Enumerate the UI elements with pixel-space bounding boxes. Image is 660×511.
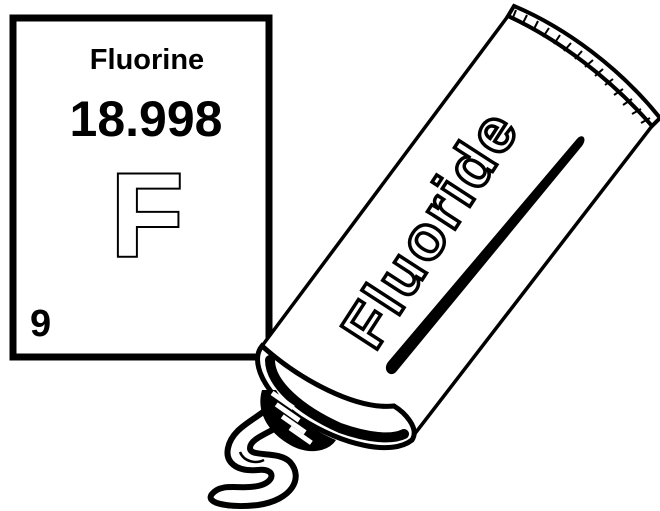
tube-crimp [505, 3, 660, 129]
tube-cap-threads [270, 390, 313, 445]
element-name: Fluorine [90, 44, 204, 76]
toothpaste-paste-icon [207, 405, 299, 509]
atomic-number: 9 [30, 303, 51, 345]
element-symbol: F [111, 150, 183, 282]
toothpaste-squiggle [207, 405, 299, 509]
atomic-mass: 18.998 [70, 91, 223, 147]
tube-crimp-ridges [511, 9, 651, 124]
element-card: Fluorine 18.998 F 9 [9, 14, 273, 361]
tube-shading-stroke [385, 136, 585, 375]
tube-shoulder-rim [265, 355, 409, 443]
element-card-frame [9, 14, 273, 361]
paste-detail-line [238, 451, 265, 464]
toothpaste-tube: Fluoride [255, 3, 660, 452]
